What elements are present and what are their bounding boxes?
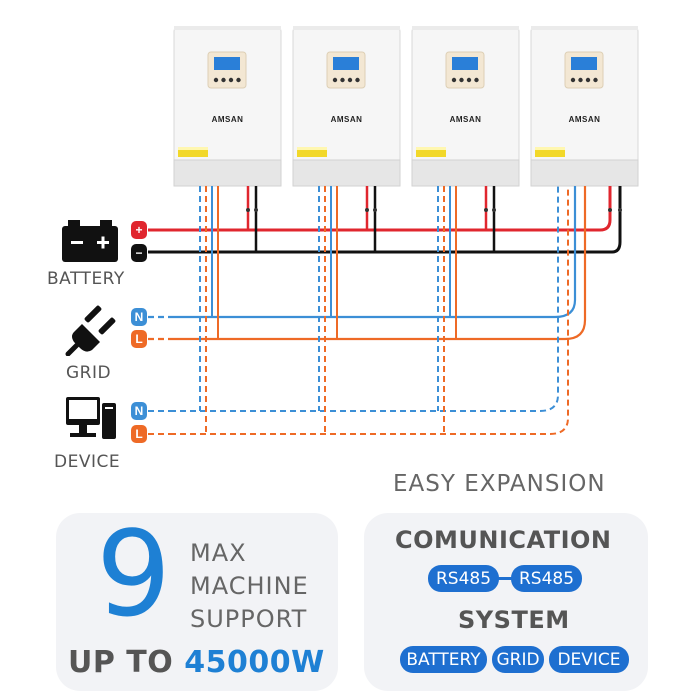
inverter-brand: AMSAN <box>569 115 601 124</box>
warning-strip <box>297 147 327 150</box>
panel-button <box>466 77 472 83</box>
panel-button <box>593 77 598 83</box>
device-line-bus <box>170 186 569 435</box>
device-label: DEVICE <box>54 452 121 472</box>
computer-icon <box>66 397 116 439</box>
warning-label <box>297 150 327 157</box>
battery-negative-bus <box>148 186 622 254</box>
battery-icon <box>62 220 118 262</box>
panel-button <box>570 77 576 83</box>
warning-strip <box>535 147 565 150</box>
wire-group <box>148 186 622 435</box>
grid-line-bus <box>170 186 587 341</box>
inverter-base <box>411 159 520 187</box>
warning-label <box>178 150 208 157</box>
up-to-text: UP TO <box>68 645 174 680</box>
power-value: 45000W <box>184 645 325 680</box>
grid-neutral-bus <box>170 186 577 319</box>
lcd-screen <box>571 57 597 70</box>
panel-button <box>578 77 583 83</box>
panel-button <box>585 77 591 83</box>
warning-strip <box>416 147 446 150</box>
inverter-base <box>292 159 401 187</box>
inverter-top-edge <box>531 26 638 30</box>
inverter-base <box>173 159 282 187</box>
panel-button <box>221 77 226 83</box>
system-title: SYSTEM <box>458 606 570 634</box>
inverter-brand: AMSAN <box>450 115 482 124</box>
power-rating: UP TO 45000W <box>68 645 325 680</box>
battery-label: BATTERY <box>47 269 125 289</box>
plug-icon <box>65 305 116 356</box>
rs485-link <box>498 577 512 580</box>
lcd-screen <box>452 57 478 70</box>
grid-l-terminal: L <box>131 330 147 348</box>
breaker-dot <box>608 208 612 212</box>
device-neutral-bus <box>170 186 559 412</box>
panel-button <box>236 77 241 83</box>
panel-button <box>474 77 479 83</box>
breaker-dot <box>618 208 622 212</box>
breaker-dot <box>373 208 377 212</box>
breaker-dot <box>254 208 258 212</box>
panel-button <box>340 77 345 83</box>
easy-expansion-heading: EASY EXPANSION <box>393 471 606 497</box>
rs485-pill-left: RS485 <box>428 565 499 592</box>
inverter-brand: AMSAN <box>331 115 363 124</box>
support-text: SUPPORT <box>190 605 308 633</box>
panel-button <box>347 77 353 83</box>
grid-label: GRID <box>66 363 112 383</box>
lcd-screen <box>333 57 359 70</box>
inverter-base <box>530 159 639 187</box>
max-machine-number: 9 <box>96 505 172 643</box>
panel-button <box>228 77 234 83</box>
battery-negative-terminal: − <box>131 244 147 262</box>
inverter-group: AMSAN AMSAN AMSAN AMSAN <box>173 26 639 187</box>
panel-button <box>355 77 360 83</box>
rs485-pill-right: RS485 <box>511 565 582 592</box>
inverter-brand: AMSAN <box>212 115 244 124</box>
max-text: MAX <box>190 539 247 567</box>
system-pill-grid: GRID <box>492 646 544 673</box>
wiring-diagram: AMSAN AMSAN AMSAN AMSAN <box>148 26 639 435</box>
device-l-terminal: L <box>131 425 147 443</box>
machine-text: MACHINE <box>190 572 309 600</box>
inverter-top-edge <box>174 26 281 30</box>
battery-positive-terminal: + <box>131 221 147 239</box>
inverter-4: AMSAN <box>530 26 639 187</box>
panel-button <box>459 77 464 83</box>
system-pill-battery: BATTERY <box>400 646 487 673</box>
battery-positive-bus <box>148 186 612 232</box>
warning-strip <box>178 147 208 150</box>
breaker-dot <box>365 208 369 212</box>
inverter-top-edge <box>412 26 519 30</box>
grid-n-terminal: N <box>131 308 147 326</box>
panel-button <box>451 77 457 83</box>
breaker-dot <box>246 208 250 212</box>
capacity-card <box>56 513 338 691</box>
warning-label <box>535 150 565 157</box>
inverter-3: AMSAN <box>411 26 520 187</box>
inverter-2: AMSAN <box>292 26 401 187</box>
inverter-top-edge <box>293 26 400 30</box>
breaker-dot <box>484 208 488 212</box>
lcd-screen <box>214 57 240 70</box>
device-n-terminal: N <box>131 402 147 420</box>
panel-button <box>332 77 338 83</box>
warning-label <box>416 150 446 157</box>
inverter-1: AMSAN <box>173 26 282 187</box>
communication-title: COMUNICATION <box>395 526 612 554</box>
breaker-dot <box>492 208 496 212</box>
system-pill-device: DEVICE <box>549 646 629 673</box>
panel-button <box>213 77 219 83</box>
